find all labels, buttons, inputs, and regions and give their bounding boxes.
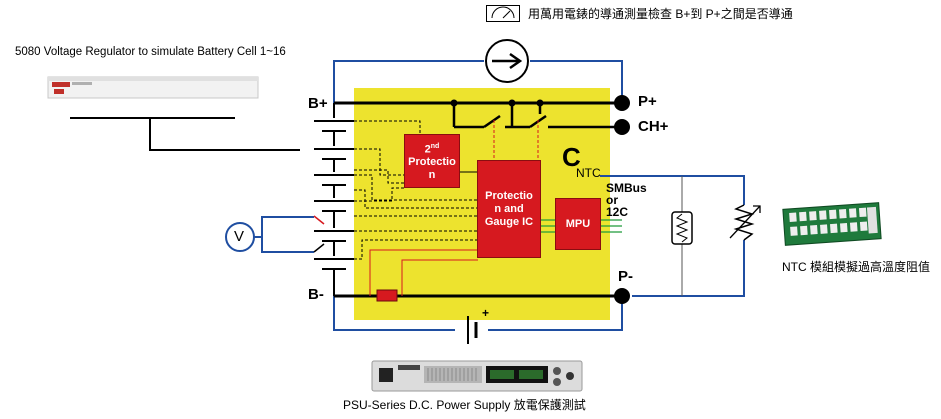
protection-ic-line1: Protectio (485, 189, 533, 202)
ntc-module-board (782, 202, 882, 246)
meter-wire-right (530, 60, 623, 103)
smbus-label: SMBus or 12C (606, 182, 647, 218)
psu-wire-right (488, 296, 623, 331)
legend: 用萬用電錶的導通測量檢查 B+到 P+之間是否導通 (486, 4, 793, 22)
smbus-line1: SMBus (606, 181, 647, 195)
legend-text: 用萬用電錶的導通測量檢查 B+到 P+之間是否導通 (528, 6, 793, 21)
psu-battery-symbol (467, 316, 478, 344)
terminal-p-minus: P- (618, 268, 633, 285)
variable-resistor-symbol (729, 204, 761, 241)
c-letter: C (562, 142, 581, 172)
terminal-ch-plus: CH+ (638, 118, 669, 135)
protection-gauge-ic-block: Protectio n and Gauge IC (477, 160, 541, 258)
meter-gauge-icon (486, 4, 520, 22)
ntc-subscript: NTC (576, 166, 601, 180)
second-protection-line3: n (428, 169, 436, 182)
p-plus-node (614, 95, 630, 111)
psu-caption: PSU-Series D.C. Power Supply 放電保護測試 (343, 398, 586, 412)
psu-plus-label: + (482, 306, 490, 320)
regulator-caption: 5080 Voltage Regulator to simulate Batte… (15, 46, 286, 58)
smbus-line3: 12C (606, 205, 629, 219)
second-protection-line2: Protectio (408, 156, 456, 169)
terminal-b-plus: B+ (308, 95, 328, 112)
dc-power-supply-device (371, 360, 583, 392)
charge-switch (483, 114, 501, 129)
ntc-wire-bottom (632, 240, 745, 297)
ch-plus-node (614, 119, 630, 135)
protection-ic-line2: n and (494, 202, 524, 215)
ntc-caption: NTC 模組模擬過高溫度阻值 (782, 260, 930, 274)
meter-wire-left (333, 60, 484, 103)
p-minus-node (614, 288, 630, 304)
mpu-block: MPU (555, 198, 601, 250)
voltmeter-label: V (234, 228, 245, 245)
cell-sense-lines (354, 120, 478, 260)
ammeter-icon (485, 39, 529, 83)
terminal-b-minus: B- (308, 286, 324, 303)
smbus-line2: or (606, 193, 618, 207)
second-protection-block: 2nd Protectio n (404, 134, 460, 188)
protection-ic-line3: Gauge IC (484, 215, 534, 228)
psu-wire-left (333, 296, 455, 331)
thermistor-symbol (671, 211, 693, 245)
voltage-regulator-device (47, 76, 259, 99)
second-protection-sup: nd (430, 142, 440, 150)
sense-resistor (376, 289, 398, 302)
mpu-label: MPU (565, 217, 591, 230)
second-protection-line1: 2 (424, 143, 431, 156)
terminal-p-plus: P+ (638, 93, 657, 110)
ntc-wire-top (600, 175, 745, 205)
battery-stack (314, 103, 354, 296)
